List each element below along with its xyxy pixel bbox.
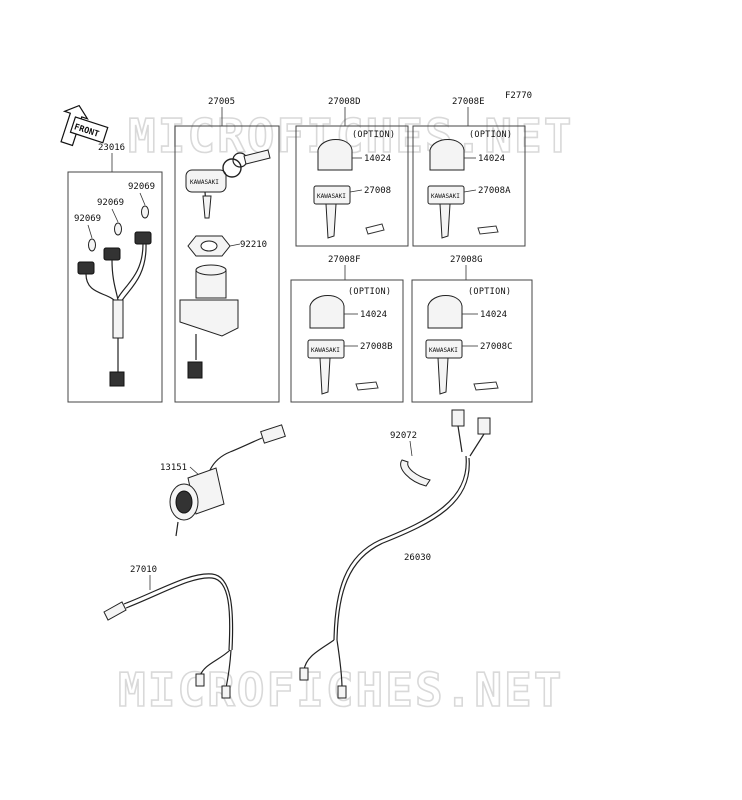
label-27008D: 27008D [328, 97, 361, 107]
key-stamp-27008: KAWASAKI [317, 193, 346, 200]
label-23016: 23016 [98, 143, 125, 153]
label-14024-a: 14024 [364, 154, 391, 164]
label-14024-b: 14024 [478, 154, 505, 164]
label-27008G: 27008G [450, 255, 483, 265]
label-27008A: 27008A [478, 186, 511, 196]
label-27005: 27005 [208, 97, 235, 107]
option-27008E: (OPTION) [469, 130, 512, 140]
label-27008B: 27008B [360, 342, 393, 352]
key-set-27008E: 14024 KAWASAKI 27008A [427, 139, 511, 239]
label-27008: 27008 [364, 186, 391, 196]
box-27008D [295, 125, 409, 247]
front-arrow-icon: FRONT [60, 104, 109, 147]
label-92072: 92072 [390, 431, 417, 441]
box-23016 [67, 171, 163, 403]
key-stamp-27005: KAWASAKI [190, 179, 219, 186]
harness-26030-drawing [299, 409, 491, 699]
label-14024-d: 14024 [480, 310, 507, 320]
harness-27010-drawing [103, 573, 234, 699]
label-27008C: 27008C [480, 342, 513, 352]
label-27010: 27010 [130, 565, 157, 575]
label-14024-c: 14024 [360, 310, 387, 320]
label-27008F: 27008F [328, 255, 361, 265]
box-27008G [411, 279, 533, 403]
key-stamp-27008A: KAWASAKI [431, 193, 460, 200]
label-26030: 26030 [404, 553, 431, 563]
box-27008E [412, 125, 526, 247]
socket-13151-drawing [169, 424, 286, 537]
option-27008G: (OPTION) [468, 287, 511, 297]
label-92210: 92210 [240, 240, 267, 250]
harness-23016-drawing: 92069 92069 92069 [74, 182, 155, 387]
label-27008E: 27008E [452, 97, 485, 107]
key-stamp-27008B: KAWASAKI [311, 347, 340, 354]
option-27008D: (OPTION) [352, 130, 395, 140]
label-92069-b: 92069 [97, 198, 124, 208]
box-27008F [290, 279, 404, 403]
key-set-27008F: 14024 KAWASAKI 27008B [307, 295, 393, 395]
key-stamp-27008C: KAWASAKI [429, 347, 458, 354]
label-13151: 13151 [160, 463, 187, 473]
figure-code: F2770 [505, 91, 532, 101]
key-set-27008D: 14024 KAWASAKI 27008 [313, 139, 391, 239]
clamp-92072-drawing [400, 459, 431, 487]
label-92069-a: 92069 [74, 214, 101, 224]
key-set-27008G: 14024 KAWASAKI 27008C [425, 295, 513, 395]
label-92069-c: 92069 [128, 182, 155, 192]
box-27005 [174, 125, 280, 403]
ignition-switch-drawing: KAWASAKI 92210 [179, 149, 271, 379]
option-27008F: (OPTION) [348, 287, 391, 297]
